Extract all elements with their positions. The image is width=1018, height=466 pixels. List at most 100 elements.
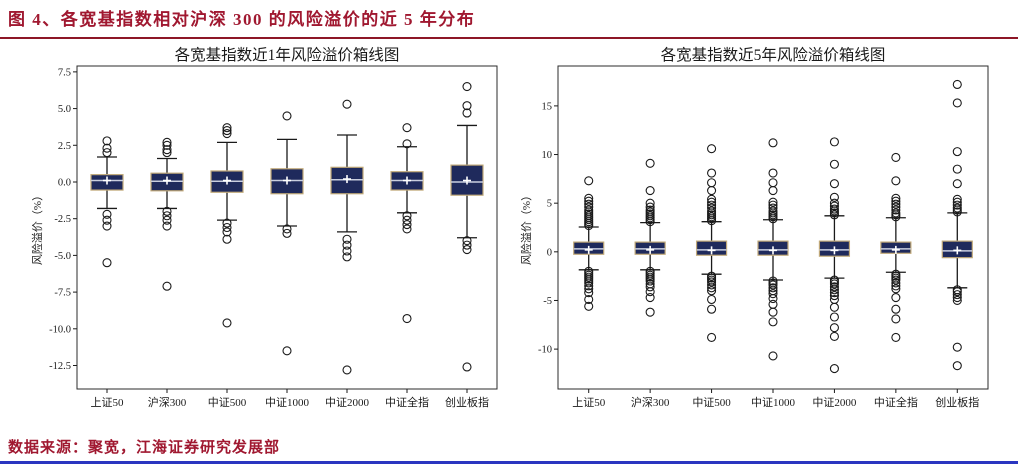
outlier-point [462, 236, 472, 246]
outlier-point [584, 199, 594, 210]
y-tick-label: 15 [542, 102, 553, 113]
outlier-point [462, 362, 472, 372]
y-tick-label: 5.0 [58, 104, 71, 115]
outlier-point [829, 312, 839, 322]
outlier-point [829, 179, 839, 189]
outlier-point [102, 215, 112, 226]
outlier-point [222, 223, 232, 233]
outlier-point [222, 318, 232, 328]
figure-header: 图 4、各宽基指数相对沪深 300 的风险溢价的近 5 年分布 [0, 0, 1018, 30]
outlier-point [402, 220, 412, 230]
outlier-point [707, 286, 717, 296]
outlier-point [584, 278, 594, 288]
outlier-point [162, 145, 172, 155]
outlier-point [222, 235, 232, 245]
box-中证500 [210, 123, 244, 328]
outlier-point [768, 200, 778, 211]
outlier-point [768, 203, 778, 213]
y-axis-label: 风险溢价（%） [30, 190, 44, 265]
plot-frame [76, 65, 498, 390]
outlier-point [891, 333, 901, 343]
outlier-point [707, 200, 717, 211]
outlier-point [584, 194, 594, 204]
outlier-point [768, 138, 778, 148]
outlier-point [342, 240, 352, 251]
footer-rule [0, 461, 1018, 464]
outlier-point [829, 285, 839, 295]
outlier-point [584, 197, 594, 207]
outlier-point [891, 275, 901, 285]
outlier-point [891, 278, 901, 288]
outlier-point [462, 101, 472, 111]
y-tick-label: -5.0 [54, 251, 71, 262]
title-underline-rule [0, 37, 1018, 40]
outlier-point [952, 195, 962, 205]
outlier-point [768, 294, 778, 304]
x-category-label: 中证500 [208, 396, 247, 409]
outlier-point [952, 147, 962, 157]
outlier-point [768, 198, 778, 208]
box-中证2000 [818, 137, 851, 374]
outlier-point [829, 291, 839, 301]
outlier-point [952, 203, 962, 213]
outlier-point [707, 198, 717, 208]
outlier-point [282, 224, 292, 234]
outlier-point [402, 123, 412, 133]
outlier-point [222, 126, 232, 136]
outlier-point [162, 211, 172, 221]
y-tick-label: 0.0 [58, 178, 71, 189]
outlier-point [768, 283, 778, 293]
outlier-point [891, 202, 901, 213]
outlier-point [102, 136, 112, 146]
outlier-point [891, 284, 901, 294]
outlier-point [462, 240, 472, 251]
outlier-point [402, 314, 412, 324]
x-category-label: 沪深300 [631, 395, 670, 409]
outlier-point [891, 293, 901, 303]
outlier-point [768, 317, 778, 327]
figure-title: 图 4、各宽基指数相对沪深 300 的风险溢价的近 5 年分布 [8, 10, 476, 29]
outlier-point [707, 178, 717, 188]
outlier-point [768, 289, 778, 299]
outlier-point [952, 98, 962, 108]
outlier-point [707, 144, 717, 154]
outlier-point [952, 164, 962, 175]
outlier-point [952, 296, 962, 306]
outlier-point [462, 245, 472, 255]
x-category-label: 沪深300 [148, 395, 187, 409]
y-tick-label: -12.5 [49, 361, 71, 372]
outlier-point [102, 258, 112, 268]
outlier-point [342, 100, 352, 110]
outlier-point [282, 229, 292, 239]
outlier-point [707, 206, 717, 216]
outlier-point [282, 346, 292, 356]
box-中证全指 [880, 153, 912, 343]
outlier-point [891, 197, 901, 207]
x-category-label: 中证全指 [874, 395, 918, 409]
outlier-point [402, 224, 412, 234]
outlier-point [222, 129, 232, 139]
outlier-point [707, 168, 717, 178]
outlier-point [584, 284, 594, 294]
outlier-point [645, 276, 655, 286]
outlier-point [342, 365, 352, 375]
outlier-point [707, 305, 717, 315]
outlier-point [768, 178, 778, 188]
outlier-point [707, 203, 717, 213]
outlier-point [645, 307, 655, 318]
outlier-point [829, 279, 839, 289]
outlier-point [952, 293, 962, 303]
outlier-point [768, 307, 778, 318]
outlier-point [891, 176, 901, 186]
outlier-point [707, 277, 717, 287]
outlier-point [584, 295, 594, 305]
x-category-label: 上证50 [572, 396, 605, 409]
outlier-point [891, 199, 901, 210]
box-中证500 [695, 144, 728, 343]
box-中证2000 [330, 100, 364, 375]
outlier-point [829, 160, 839, 170]
